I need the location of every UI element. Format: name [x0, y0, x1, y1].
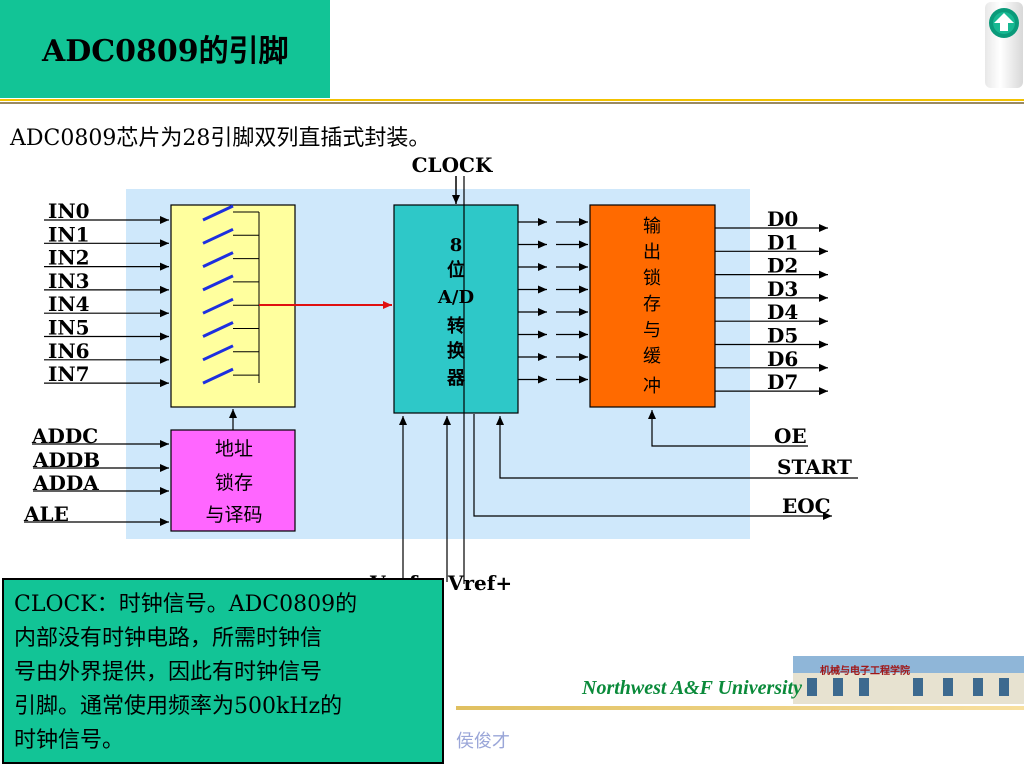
home-button[interactable] — [985, 2, 1023, 88]
start-label: START — [777, 455, 852, 479]
clock-label: CLOCK — [412, 153, 493, 177]
converter-line-2: 位 — [447, 259, 465, 281]
eoc-line — [473, 414, 832, 520]
output-line-1: 输 — [643, 216, 661, 237]
input-label-5: IN5 — [48, 316, 90, 340]
output-line-3: 锁 — [643, 268, 661, 289]
switch-4 — [202, 297, 234, 315]
input-label-0: IN0 — [48, 199, 90, 223]
slide-title: ADC0809的引脚 — [42, 34, 289, 69]
note-line: 内部没有时钟电路，所需时钟信 — [14, 626, 323, 651]
start-line — [496, 416, 858, 479]
oe-line — [648, 410, 808, 447]
eoc-label: EOC — [782, 494, 831, 518]
address-line-2: 锁存 — [215, 472, 253, 494]
home-icon — [989, 8, 1019, 38]
converter-block — [393, 204, 519, 414]
switch-5 — [202, 321, 234, 338]
input-label-2: IN2 — [48, 246, 90, 270]
title-divider — [0, 99, 1024, 104]
control-signals: OE START EOC — [473, 410, 858, 520]
output-label-2: D2 — [767, 254, 798, 278]
converter-line-3: A/D — [437, 287, 474, 308]
mux-switches — [202, 204, 260, 385]
author-name: 侯俊才 — [456, 731, 510, 752]
bus-lines — [518, 218, 588, 384]
output-label-5: D5 — [767, 324, 798, 348]
input-label-6: IN6 — [48, 339, 90, 363]
photo-window — [859, 678, 869, 696]
input-label-4: IN4 — [48, 292, 90, 316]
converter-line-1: 8 — [450, 235, 463, 256]
output-line-5: 与 — [643, 320, 661, 341]
address-latch-label: 地址 锁存 与译码 — [205, 438, 262, 526]
switch-1 — [202, 227, 234, 245]
switch-0 — [202, 204, 234, 222]
converter-line-6: 器 — [446, 368, 466, 389]
photo-window — [999, 678, 1009, 696]
input-label-7: IN7 — [48, 362, 90, 386]
footer-divider — [456, 706, 1024, 710]
address-line-3: 与译码 — [205, 504, 262, 526]
output-line-6: 缓 — [643, 346, 661, 367]
switch-3 — [202, 274, 234, 292]
vref-plus-label: Vref+ — [447, 571, 512, 595]
output-line-2: 出 — [643, 242, 661, 263]
note-line: 号由外界提供，因此有时钟信号 — [14, 660, 323, 685]
output-label-6: D6 — [767, 347, 798, 371]
oe-label: OE — [774, 424, 807, 448]
output-label-0: D0 — [767, 207, 798, 231]
address-latch-block — [170, 429, 296, 532]
title-bar: ADC0809的引脚 — [0, 0, 330, 98]
input-label-1: IN1 — [48, 222, 90, 246]
switch-6 — [202, 344, 234, 362]
photo-window — [973, 678, 983, 696]
university-name: Northwest A&F University — [582, 677, 803, 699]
input-label-3: IN3 — [48, 269, 90, 293]
note-line: CLOCK：时钟信号。ADC0809的 — [14, 592, 358, 617]
intro-text: ADC0809芯片为28引脚双列直插式封装。 — [10, 126, 431, 151]
campus-photo — [793, 656, 1024, 704]
output-latch-label: 输 出 锁 存 与 缓 冲 — [643, 216, 661, 397]
converter-label: 8 位 A/D 转 换 器 — [437, 235, 474, 389]
converter-line-4: 转 — [447, 315, 465, 337]
photo-window — [943, 678, 953, 696]
switch-7 — [202, 367, 234, 385]
photo-window — [833, 678, 843, 696]
output-line-4: 存 — [643, 294, 661, 315]
college-logo-text: 机械与电子工程学院 — [820, 666, 910, 677]
clock-note-box: CLOCK：时钟信号。ADC0809的 内部没有时钟电路，所需时钟信 号由外界提… — [2, 578, 444, 764]
photo-window — [807, 678, 817, 696]
output-label-1: D1 — [767, 230, 798, 254]
converter-line-5: 换 — [447, 340, 466, 362]
address-line-1: 地址 — [215, 438, 253, 460]
output-label-4: D4 — [767, 300, 798, 324]
address-pins: ADDC ADDB ADDA ALE — [23, 424, 169, 526]
photo-window — [913, 678, 923, 696]
note-line: 时钟信号。 — [14, 728, 125, 753]
output-line-7: 冲 — [643, 376, 661, 397]
note-line: 引脚。通常使用频率为500kHz的 — [14, 694, 343, 719]
switch-2 — [202, 251, 234, 268]
output-label-7: D7 — [767, 370, 798, 394]
output-label-3: D3 — [767, 277, 798, 301]
output-latch-block — [589, 204, 716, 408]
